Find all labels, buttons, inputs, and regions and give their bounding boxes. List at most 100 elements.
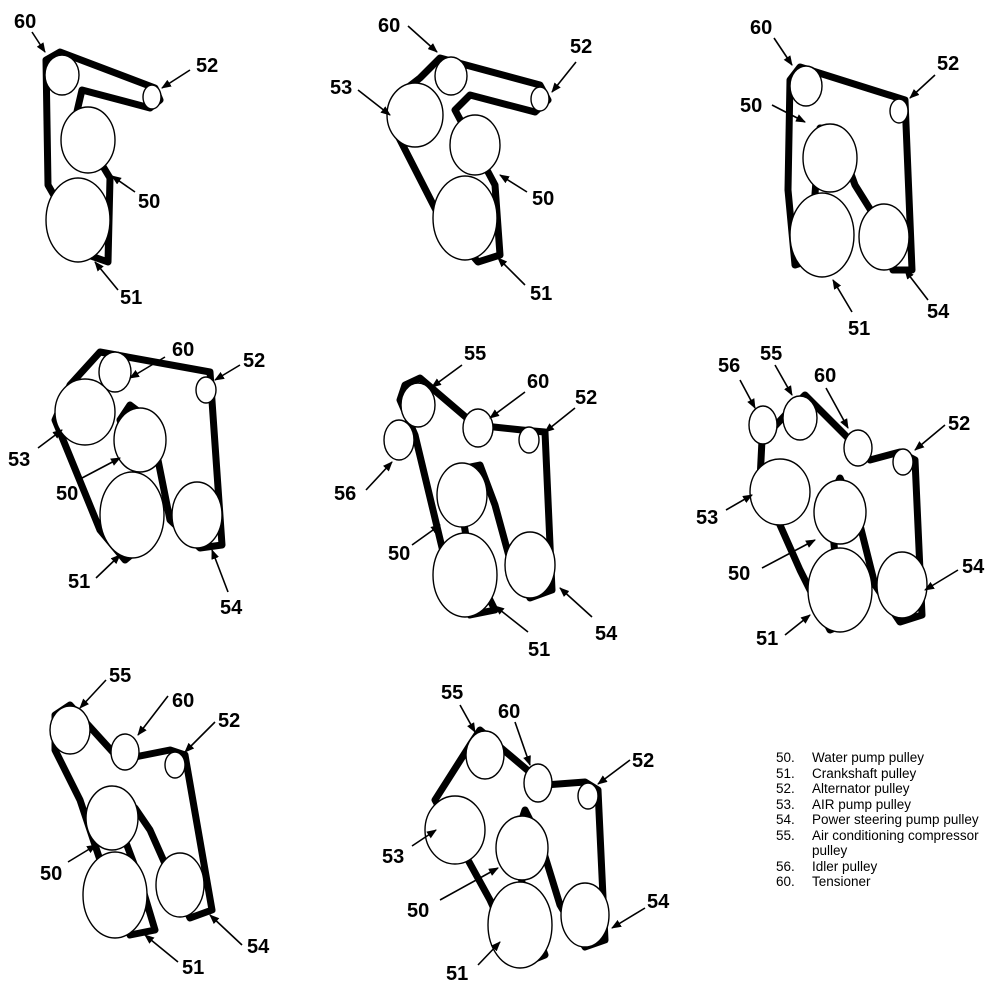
legend-item: 53. AIR pump pulley	[776, 797, 1000, 813]
legend-item-number: 53.	[776, 796, 795, 812]
legend-item-number: 60.	[776, 874, 795, 889]
callout-60: 60	[378, 15, 400, 37]
legend-item-label: Tensioner	[812, 874, 871, 889]
air-pump-pulley	[386, 82, 444, 148]
callout-51: 51	[756, 628, 778, 650]
callout-55: 55	[109, 665, 131, 687]
crankshaft-pulley	[99, 471, 165, 559]
callout-55: 55	[441, 682, 463, 704]
callout-54: 54	[220, 597, 243, 619]
crankshaft-pulley	[487, 881, 553, 969]
legend-item: 52. Alternator pulley	[776, 781, 1000, 797]
legend-item-label: Idler pulley	[812, 858, 878, 874]
callout-51: 51	[530, 283, 552, 305]
belt-diagram-1: 60 52 50 51	[14, 11, 218, 309]
power-steering-pulley	[876, 551, 928, 619]
water-pump-pulley	[495, 815, 549, 881]
tensioner-pulley	[462, 408, 494, 448]
legend-item-number: 56.	[776, 858, 795, 874]
callout-51: 51	[120, 287, 142, 309]
belt-diagram-3: 60 52 50 51 54	[740, 17, 959, 340]
legend-item-label: Water pump pulley	[812, 750, 925, 765]
water-pump-pulley	[113, 407, 167, 473]
callout-52: 52	[937, 53, 959, 75]
legend-item: 60. Tensioner	[776, 874, 1000, 890]
power-steering-pulley	[504, 531, 556, 599]
air-pump-pulley	[424, 795, 486, 865]
ac-compressor-pulley	[782, 395, 818, 441]
callout-50: 50	[740, 95, 762, 117]
callout-56: 56	[334, 483, 356, 505]
power-steering-pulley	[560, 882, 610, 948]
alternator-pulley	[889, 98, 909, 124]
water-pump-pulley	[436, 462, 488, 528]
alternator-pulley	[195, 376, 217, 404]
callout-54: 54	[927, 301, 950, 323]
water-pump-pulley	[60, 106, 116, 174]
idler-pulley	[383, 419, 415, 461]
water-pump-pulley	[813, 479, 867, 545]
callout-60: 60	[172, 690, 194, 712]
legend-item: 50. Water pump pulley	[776, 750, 1000, 766]
crankshaft-pulley	[45, 177, 111, 263]
alternator-pulley	[577, 782, 599, 810]
callout-51: 51	[528, 639, 550, 661]
callout-52: 52	[243, 350, 265, 372]
callout-50: 50	[56, 483, 78, 505]
callout-52: 52	[632, 750, 654, 772]
legend-item-label: Alternator pulley	[812, 781, 910, 796]
water-pump-pulley	[85, 785, 139, 851]
legend-item: 55.Air conditioning compressor pulley	[776, 828, 1000, 859]
callout-53: 53	[330, 77, 352, 99]
callout-51: 51	[68, 571, 90, 593]
water-pump-pulley	[802, 123, 858, 193]
callout-52: 52	[948, 413, 970, 435]
belt-diagram-2: 60 52 53 50 51	[330, 15, 592, 305]
power-steering-pulley	[858, 203, 910, 271]
callout-50: 50	[407, 900, 429, 922]
callout-60: 60	[527, 371, 549, 393]
callout-55: 55	[760, 343, 782, 365]
ac-compressor-pulley	[400, 382, 436, 428]
legend-item-label: Air conditioning compressor pulley	[812, 827, 979, 859]
callout-51: 51	[182, 957, 204, 979]
callout-53: 53	[8, 449, 30, 471]
callout-60: 60	[750, 17, 772, 39]
alternator-pulley	[142, 84, 162, 110]
callout-54: 54	[247, 936, 270, 958]
crankshaft-pulley	[432, 175, 498, 261]
legend-item: 56. Idler pulley	[776, 859, 1000, 875]
legend-item-label: Power steering pump pulley	[812, 812, 979, 827]
callout-54: 54	[595, 623, 618, 645]
callout-54: 54	[962, 556, 985, 578]
callout-50: 50	[388, 543, 410, 565]
tensioner-pulley	[434, 56, 468, 96]
callout-50: 50	[728, 563, 750, 585]
crankshaft-pulley	[82, 851, 148, 939]
callout-60: 60	[498, 701, 520, 723]
legend-item-number: 52.	[776, 781, 795, 796]
belt-diagram-7: 55 60 52 50 51 54	[40, 665, 270, 979]
callout-52: 52	[196, 55, 218, 77]
crankshaft-pulley	[789, 192, 855, 278]
belt-diagram-4: 60 52 53 50 51 54	[8, 339, 265, 619]
belt-path	[784, 63, 916, 274]
alternator-pulley	[892, 448, 914, 476]
crankshaft-pulley	[432, 532, 498, 618]
callout-51: 51	[446, 963, 468, 984]
air-pump-pulley	[749, 458, 811, 526]
callout-55: 55	[464, 343, 486, 365]
legend-item-label: AIR pump pulley	[812, 796, 912, 812]
callout-50: 50	[40, 863, 62, 885]
tensioner-pulley	[789, 65, 823, 107]
callout-52: 52	[575, 387, 597, 409]
callout-60: 60	[814, 365, 836, 387]
legend-item-number: 50.	[776, 750, 795, 765]
callout-54: 54	[647, 891, 670, 913]
tensioner-pulley	[44, 54, 80, 96]
belt-path	[396, 374, 556, 619]
water-pump-pulley	[449, 114, 501, 176]
callout-56: 56	[718, 355, 740, 377]
